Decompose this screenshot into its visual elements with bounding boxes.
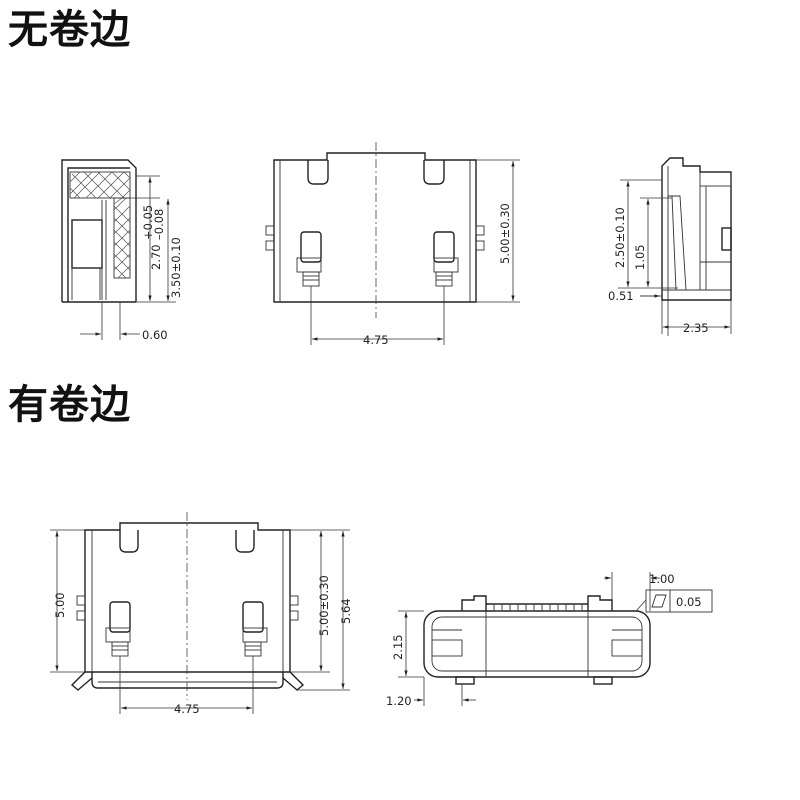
hatch-wall bbox=[113, 197, 131, 279]
dim-end-offset-top: 1.00 bbox=[649, 572, 675, 586]
dim-end-flatness: 0.05 bbox=[676, 595, 702, 609]
end-view-bottom bbox=[398, 572, 713, 706]
dim-bottom-height-left: 5.00 bbox=[53, 592, 67, 618]
dim-side-h-total: 3.50±0.10 bbox=[169, 237, 183, 298]
dim-end-height: 2.15 bbox=[391, 634, 405, 660]
dim-bottom-width: 4.75 bbox=[174, 702, 200, 716]
heading-with-curl: 有卷边 bbox=[8, 382, 131, 428]
right-view-top bbox=[618, 157, 732, 336]
dim-side-thickness: 0.60 bbox=[142, 328, 168, 342]
dim-bottom-height-total: 5.64 bbox=[339, 598, 353, 624]
heading-without-curl: 无卷边 bbox=[8, 7, 131, 53]
side-section-view bbox=[61, 159, 176, 340]
front-view-top bbox=[265, 142, 520, 345]
dim-right-h-a: 2.50±0.10 bbox=[613, 207, 627, 268]
dim-right-depth: 2.35 bbox=[683, 321, 709, 335]
front-view-bottom bbox=[50, 512, 350, 714]
dim-right-h-b: 1.05 bbox=[633, 244, 647, 270]
dim-front-height: 5.00±0.30 bbox=[498, 203, 512, 264]
hatch-top bbox=[69, 171, 131, 199]
dim-right-offset: 0.51 bbox=[608, 289, 634, 303]
dim-side-tol-plus: +0.05 bbox=[141, 205, 155, 240]
dim-side-h-inner: 2.70 bbox=[149, 244, 163, 270]
dim-end-offset-bottom: 1.20 bbox=[386, 694, 412, 708]
dim-bottom-height-right: 5.00±0.30 bbox=[317, 575, 331, 636]
dim-side-tol-minus: –0.08 bbox=[152, 209, 166, 240]
dim-front-width: 4.75 bbox=[363, 333, 389, 347]
